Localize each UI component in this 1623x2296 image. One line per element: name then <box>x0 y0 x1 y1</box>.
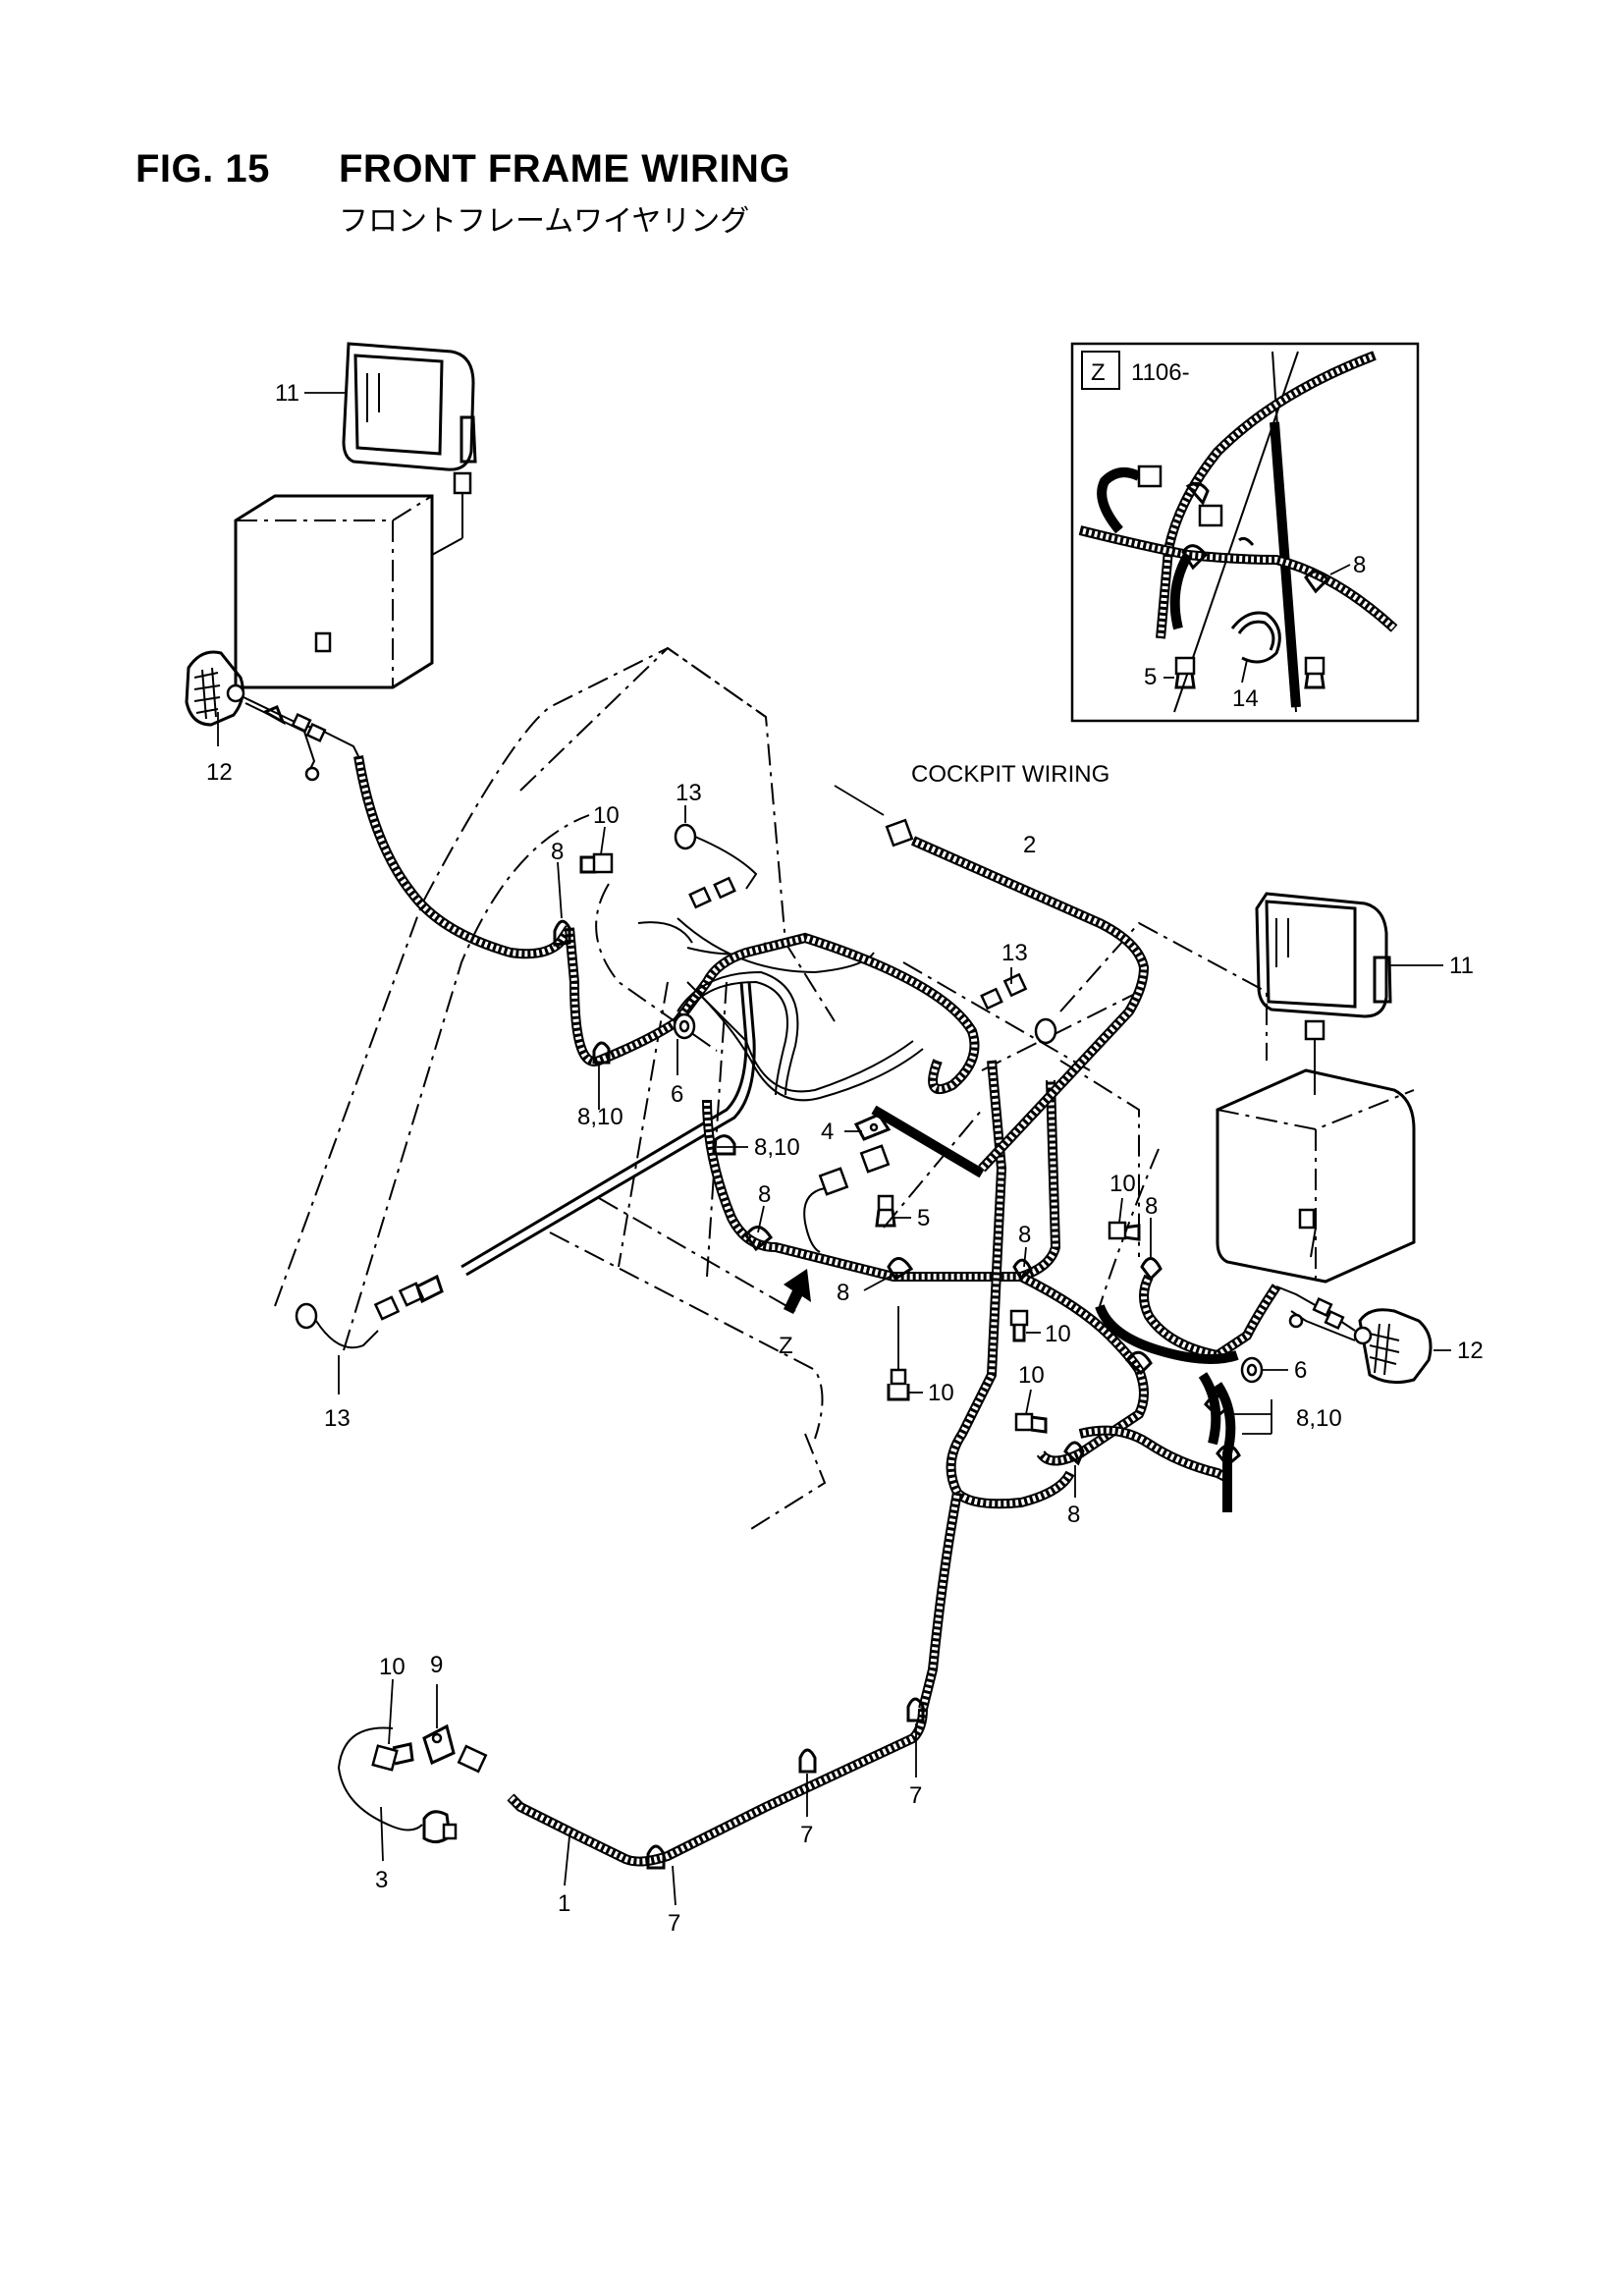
callout: 8,10 <box>577 1104 623 1130</box>
grommet-6-b <box>1240 1356 1264 1384</box>
harness-right-lamp <box>1095 1274 1281 1512</box>
callout: 13 <box>1001 940 1028 966</box>
inset-callout: 5 <box>1144 664 1157 690</box>
grommet-13-c <box>295 1274 444 1349</box>
bracket-9 <box>422 1723 456 1766</box>
callout: 13 <box>324 1405 351 1432</box>
callout: 7 <box>909 1782 922 1809</box>
callout: 3 <box>375 1867 388 1893</box>
callout: 8 <box>1018 1222 1031 1248</box>
clamp-8-e <box>1140 1257 1163 1282</box>
leader-lines <box>217 392 1451 1906</box>
harness-right-mid <box>1018 1272 1230 1483</box>
callout: 6 <box>1294 1357 1307 1384</box>
callout: 8 <box>837 1280 849 1306</box>
bolt-5 <box>875 1194 896 1228</box>
harness-down <box>918 1492 962 1711</box>
callout: 7 <box>800 1822 813 1848</box>
inset-callout: 8 <box>1353 552 1366 578</box>
view-arrow-z <box>784 1269 811 1314</box>
right-signal-lamp <box>1275 1285 1433 1385</box>
callout: 5 <box>917 1205 930 1231</box>
left-battery-box <box>234 494 434 689</box>
figure-title: FRONT FRAME WIRING <box>339 147 791 191</box>
callout: 8,10 <box>754 1134 800 1161</box>
bolt-10-a <box>579 852 614 874</box>
grommet-6-a <box>673 1012 696 1040</box>
figure-number: FIG. 15 <box>135 147 270 191</box>
callout: 10 <box>379 1654 406 1680</box>
clamp-810-b <box>712 1134 736 1156</box>
callout: 12 <box>206 759 233 786</box>
connector-icon <box>314 631 332 653</box>
callout: 10 <box>593 802 620 829</box>
grommet-13-a <box>674 823 758 909</box>
bolt-10-b <box>1108 1221 1141 1241</box>
bolt-10-c <box>1009 1309 1029 1342</box>
left-work-lamp <box>342 342 477 556</box>
bottom-harness <box>457 1697 928 1870</box>
connector-icon <box>453 471 472 495</box>
view-arrow-label: Z <box>779 1333 793 1359</box>
clamp-mid-loop <box>1125 1350 1153 1376</box>
left-signal-lamp <box>185 650 359 782</box>
harness-left-upper <box>353 755 574 959</box>
callout: 1 <box>558 1890 570 1917</box>
callout: 10 <box>1109 1171 1136 1197</box>
callout: 8 <box>1145 1193 1158 1220</box>
right-work-lamp <box>1255 892 1392 1095</box>
callout: 12 <box>1457 1338 1484 1364</box>
inset-callout: 14 <box>1232 685 1259 712</box>
clamp-8-a <box>553 919 571 947</box>
callout: 7 <box>668 1910 680 1937</box>
callout: 11 <box>275 380 299 407</box>
clamp-8-b <box>744 1226 773 1252</box>
callout: 6 <box>671 1081 683 1108</box>
sensor-3 <box>337 1726 458 1843</box>
harness-center-diag <box>871 1060 1075 1509</box>
callout: 4 <box>821 1119 834 1145</box>
inset-detail-z: Z 1106- 8 5 14 <box>1070 342 1420 723</box>
callout: 8 <box>758 1181 771 1208</box>
connector-icon <box>1304 1019 1325 1041</box>
figure-subtitle: フロントフレームワイヤリング <box>339 204 750 239</box>
callout: 2 <box>1023 832 1036 858</box>
callout: 9 <box>430 1652 443 1678</box>
connector-icon <box>1298 1208 1316 1230</box>
inset-letter: Z <box>1091 359 1106 386</box>
bracket-4 <box>853 1113 892 1141</box>
clamp-810-c <box>1204 1394 1241 1468</box>
frame-outline <box>274 646 1268 1533</box>
callout-labels: 11 12 10 13 8 6 8,10 8,10 4 8 5 8 2 13 1… <box>206 380 1484 1937</box>
callout: 13 <box>676 780 702 806</box>
terminal-box <box>803 1144 891 1253</box>
clamp-810-a <box>592 1041 611 1065</box>
callout: 8 <box>551 839 564 865</box>
callout: 8,10 <box>1296 1405 1342 1432</box>
grommet-13-b <box>980 972 1057 1045</box>
harness-center <box>637 917 980 1102</box>
callout: 11 <box>1449 953 1474 979</box>
cockpit-harness <box>834 785 1150 1173</box>
callout: 10 <box>928 1380 954 1406</box>
callout: 10 <box>1045 1321 1071 1347</box>
bolt-10-f <box>371 1742 414 1772</box>
inset-letter-box <box>1081 351 1120 390</box>
callout: 10 <box>1018 1362 1045 1389</box>
right-battery-box <box>1216 1068 1416 1284</box>
bolt-10-e <box>1014 1412 1048 1434</box>
cockpit-wiring-label: COCKPIT WIRING <box>911 761 1109 788</box>
bolt-10-d <box>887 1368 910 1401</box>
harness-long-diag <box>460 981 756 1277</box>
clamp-8-c <box>887 1257 914 1282</box>
clamp-8-f <box>1063 1441 1085 1466</box>
callout: 8 <box>1067 1502 1080 1528</box>
harness-left-loop <box>565 927 680 1066</box>
inset-serial: 1106- <box>1131 359 1190 386</box>
